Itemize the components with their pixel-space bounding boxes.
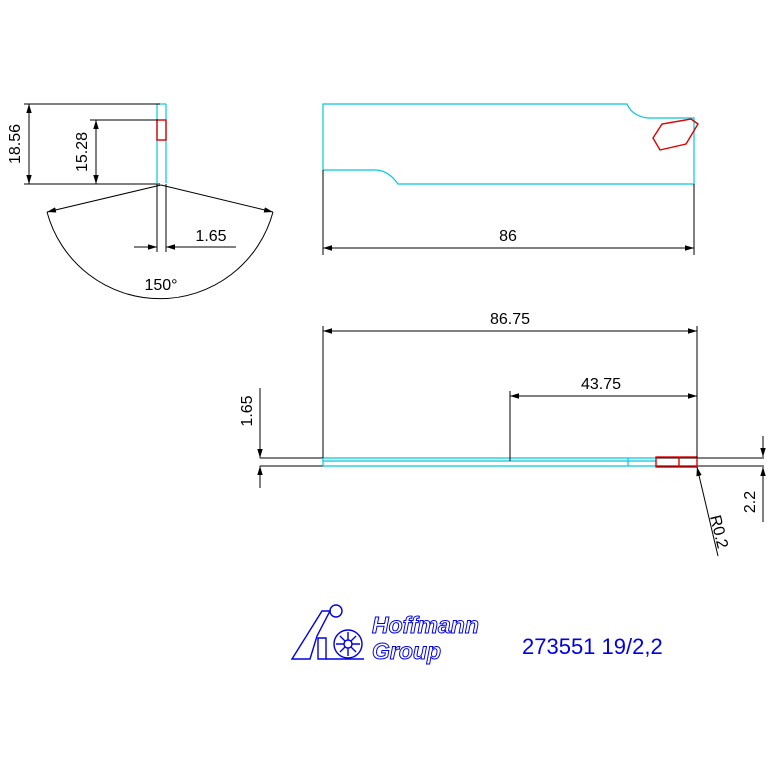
dim-text-length-half: 43.75 [581, 376, 621, 393]
side-view-outline [322, 103, 695, 185]
side-view-insert [652, 118, 699, 151]
front-view-cutting-edge [156, 119, 167, 141]
radius-leader [696, 466, 719, 557]
dim-text-length-blade: 86 [499, 228, 517, 245]
part-number: 273551 19/2,2 [522, 634, 663, 659]
angle-leg-right [160, 184, 274, 213]
dim-text-thickness: 1.65 [239, 395, 256, 426]
dim-text-radius: R0.2 [706, 513, 731, 550]
angle-arc [46, 211, 274, 300]
side-view: 86 [322, 103, 699, 255]
top-view: 86.75 43.75 1.65 2.2 R0.2 [239, 311, 766, 557]
dim-text-height-overall: 18.56 [7, 124, 24, 164]
front-view: 18.56 15.28 1.65 150° [7, 103, 274, 300]
dim-text-width-insert: 2.2 [742, 491, 759, 513]
dim-text-height-edge: 15.28 [74, 132, 91, 172]
dim-text-length-overall: 86.75 [490, 311, 530, 328]
dim-text-width-tip: 1.65 [195, 228, 226, 245]
brand-name-line2: Group [372, 638, 441, 664]
hoffmann-logo-icon [290, 604, 364, 660]
title-block: Hoffmann Group 273551 19/2,2 [290, 604, 663, 665]
top-view-insert [655, 456, 698, 468]
dim-text-angle: 150° [144, 277, 177, 294]
angle-leg-left [46, 184, 162, 213]
brand-name-line1: Hoffmann [372, 612, 479, 638]
